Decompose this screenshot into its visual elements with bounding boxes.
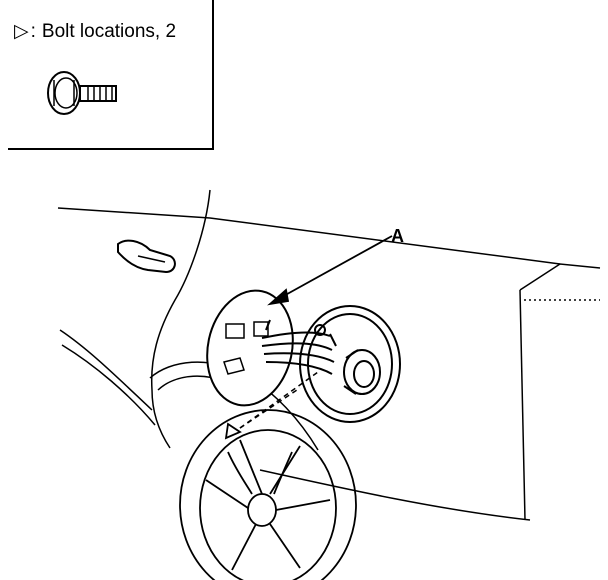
bolt-location-lines bbox=[239, 371, 319, 429]
hinge-arms bbox=[261, 319, 337, 375]
car-body bbox=[57, 189, 601, 521]
bolt-location-marker bbox=[224, 422, 242, 440]
legend-text: Bolt locations, 2 bbox=[41, 20, 177, 42]
legend: ▷ : Bolt locations, 2 bbox=[14, 20, 176, 43]
callout-label: A bbox=[391, 226, 404, 246]
wheel bbox=[179, 409, 357, 580]
legend-separator: : bbox=[30, 20, 36, 42]
legend-box bbox=[8, 0, 214, 150]
fuel-filler-opening bbox=[299, 305, 401, 423]
fuel-lid bbox=[206, 289, 294, 407]
bolt-icon bbox=[47, 71, 117, 115]
door-handle bbox=[117, 239, 176, 274]
callout-leader bbox=[267, 235, 393, 306]
bolt-location-marker-icon: ▷ bbox=[14, 21, 29, 42]
